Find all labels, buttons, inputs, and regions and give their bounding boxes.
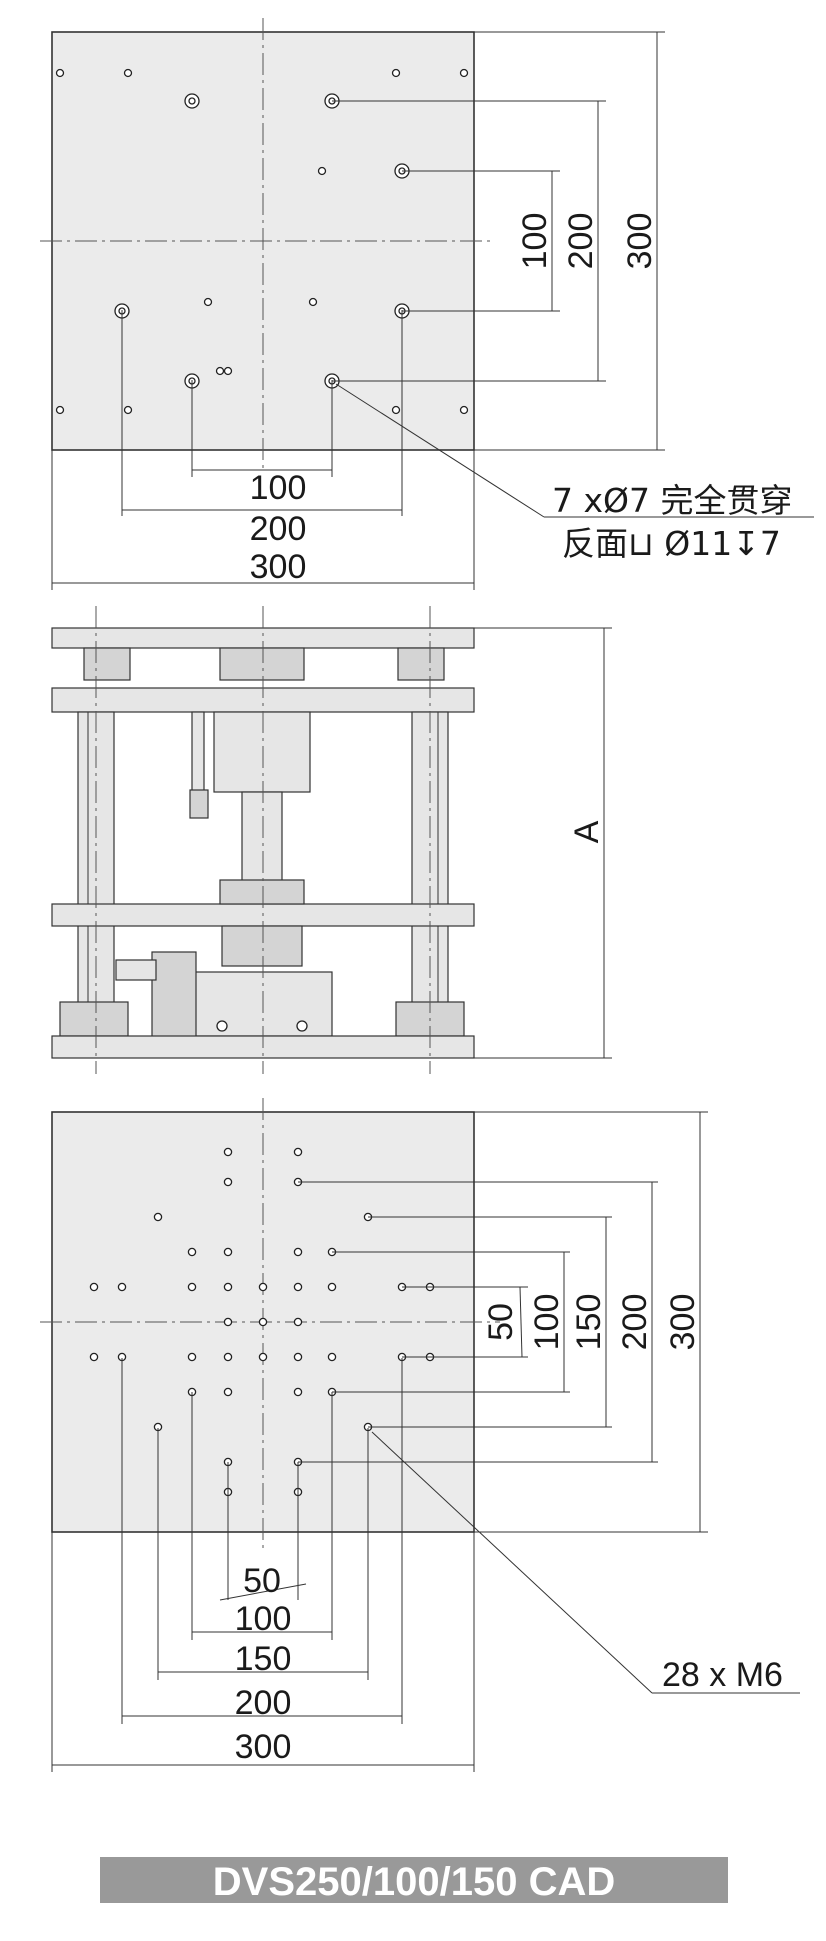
mounting-hole <box>123 405 133 415</box>
bottom-dim-100: 100 <box>235 1600 292 1638</box>
side-view: A <box>51 606 612 1074</box>
mounting-hole <box>459 68 469 78</box>
m6-tap-hole <box>117 1282 127 1292</box>
center-hole <box>258 1352 268 1362</box>
side-stopper-head <box>189 789 209 819</box>
m6-tap-hole <box>187 1247 197 1257</box>
mounting-hole <box>55 405 65 415</box>
m6-tap-hole <box>327 1352 337 1362</box>
m6-tap-hole <box>293 1352 303 1362</box>
bottom-dim-300: 300 <box>235 1728 292 1766</box>
mounting-hole <box>391 405 401 415</box>
m6-tap-hole <box>293 1147 303 1157</box>
m6-tap-hole <box>223 1147 233 1157</box>
top-vdim-200: 200 <box>562 213 600 270</box>
side-screw <box>296 1020 308 1032</box>
side-shaft-housing <box>213 711 311 793</box>
top-callout-line1: 7 xØ7 完全贯穿 <box>552 481 792 520</box>
bottom-dim-50: 50 <box>243 1562 281 1600</box>
m6-tap-hole <box>223 1177 233 1187</box>
m6-tap-hole <box>223 1387 233 1397</box>
mounting-hole <box>391 68 401 78</box>
dim-line <box>219 1583 307 1601</box>
center-hole <box>258 1317 268 1327</box>
side-lower-block <box>219 879 305 905</box>
bottom-vdim-100: 100 <box>528 1294 566 1351</box>
m6-tap-hole <box>89 1352 99 1362</box>
mounting-hole <box>203 297 213 307</box>
bottom-dim-150: 150 <box>235 1640 292 1678</box>
bottom-callout: 28 x M6 <box>662 1656 783 1694</box>
m6-tap-hole <box>89 1282 99 1292</box>
m6-tap-hole <box>293 1247 303 1257</box>
mounting-hole <box>308 297 318 307</box>
mounting-hole <box>459 405 469 415</box>
mounting-hole <box>317 166 327 176</box>
bottom-holes <box>89 1147 435 1497</box>
m6-tap-hole <box>187 1352 197 1362</box>
bottom-vdim-300: 300 <box>664 1294 702 1351</box>
side-motor <box>189 971 333 1037</box>
dim-line <box>519 1286 523 1358</box>
m6-tap-hole <box>223 1317 233 1327</box>
bottom-vdim-200: 200 <box>616 1294 654 1351</box>
top-dim-200: 200 <box>250 510 307 548</box>
top-dim-100: 100 <box>250 469 307 507</box>
top-view: 100 200 300 100 200 300 7 xØ7 完全贯穿 反面⊔ Ø… <box>40 18 814 590</box>
m6-tap-hole <box>223 1282 233 1292</box>
mounting-hole <box>55 68 65 78</box>
footer-banner <box>100 1857 728 1903</box>
mounting-hole <box>123 68 133 78</box>
callout-leader <box>371 1431 653 1694</box>
side-block-right <box>397 647 445 681</box>
side-actuator-rod <box>115 959 157 981</box>
mounting-hole <box>223 366 233 376</box>
side-height-label: A <box>568 820 606 843</box>
m6-tap-hole <box>293 1387 303 1397</box>
top-dim-300: 300 <box>250 548 307 586</box>
through-hole-bore <box>188 97 196 105</box>
bottom-view: 50 100 150 200 300 50 100 150 200 300 28… <box>40 1098 800 1772</box>
bottom-vdim-150: 150 <box>570 1294 608 1351</box>
side-foot-left <box>59 1001 129 1037</box>
callout-leader <box>335 383 545 518</box>
m6-tap-hole <box>223 1352 233 1362</box>
side-coupling <box>221 925 303 967</box>
side-screw <box>216 1020 228 1032</box>
top-vdim-300: 300 <box>621 213 659 270</box>
m6-tap-hole <box>293 1282 303 1292</box>
top-callout-line2: 反面⊔ Ø11↧7 <box>562 524 781 563</box>
bottom-vdim-50: 50 <box>482 1303 520 1341</box>
m6-tap-hole <box>327 1282 337 1292</box>
side-block-center <box>219 647 305 681</box>
mounting-hole <box>215 366 225 376</box>
center-hole <box>258 1282 268 1292</box>
footer: DVS250/100/150 CAD <box>100 1857 728 1904</box>
m6-tap-hole <box>293 1317 303 1327</box>
m6-tap-hole <box>153 1212 163 1222</box>
side-block-left <box>83 647 131 681</box>
m6-tap-hole <box>187 1282 197 1292</box>
bottom-dim-200: 200 <box>235 1684 292 1722</box>
side-motor-mount <box>151 951 197 1039</box>
footer-title: DVS250/100/150 CAD <box>213 1860 615 1904</box>
m6-tap-hole <box>223 1247 233 1257</box>
top-vdim-100: 100 <box>516 213 554 270</box>
